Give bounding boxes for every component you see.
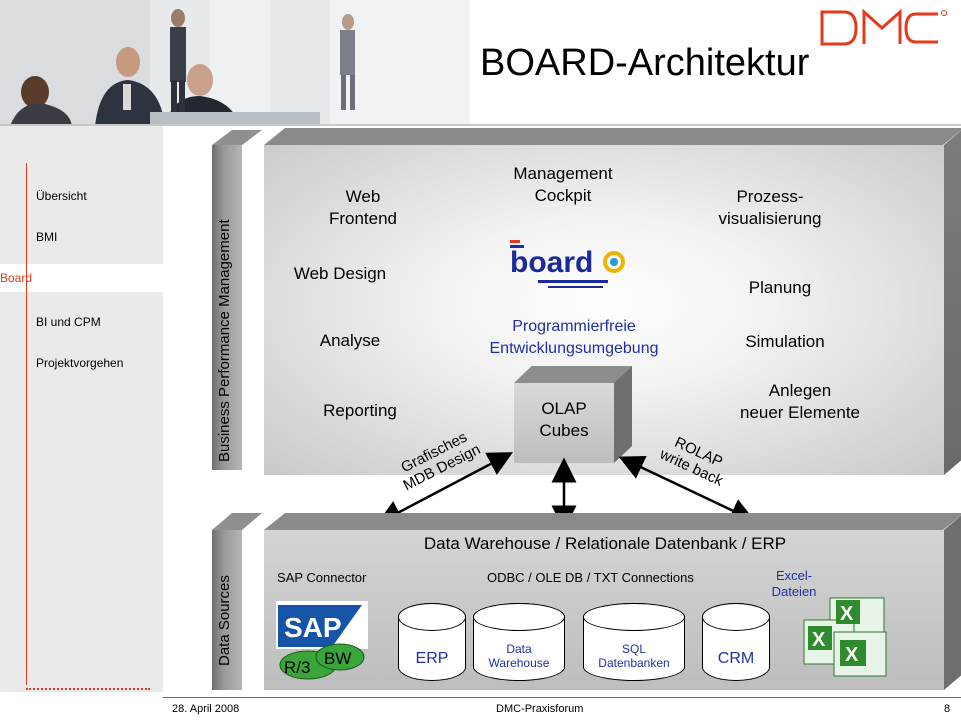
cylinder-top [398,603,466,631]
sidebar-item-bi-und-cpm[interactable]: BI und CPM [36,315,101,329]
bottom-box-bevel [264,513,961,530]
bottom-box-side [944,513,961,690]
header-photo [0,0,470,126]
label-reporting: Reporting [323,401,397,420]
sidebar-item-bmi[interactable]: BMI [36,230,58,244]
olap-cube [514,383,614,463]
label-simulation: Simulation [745,332,825,351]
bpm-tab-label: Business Performance Management [216,219,233,462]
label-excel-dateien: Excel-Dateien [771,568,817,599]
svg-text:BW: BW [324,649,351,668]
svg-text:R/3: R/3 [284,658,310,677]
label-web-design: Web Design [293,264,387,283]
olap-cube-side [614,366,632,463]
cylinder-top [473,603,565,631]
label-odbc-connections: ODBC / OLE DB / TXT Connections [487,570,694,585]
top-box-bevel [264,128,961,145]
sidebar [0,126,163,692]
footer-event: DMC-Praxisforum [496,703,584,715]
data-sources-tab [212,530,242,690]
data-sources-tab-label: Data Sources [216,575,233,666]
arrow-mdb-design [376,452,514,524]
footer-divider [163,697,961,698]
svg-text:X: X [812,629,826,651]
board-logo: board [508,238,638,298]
excel-icon: X X X [803,597,887,677]
bpm-tab [212,145,242,470]
footer-date: 28. April 2008 [172,703,240,715]
dmc-logo-icon [820,8,947,46]
svg-text:X: X [845,644,859,666]
cylinder-top [583,603,685,631]
cylinder-top [702,603,770,631]
sidebar-item-board[interactable]: Board [0,271,33,285]
sap-logo: SAP R/3 BW [276,601,368,681]
footer-page-number: 8 [944,703,951,715]
db-cylinder-erp: ERP [398,603,466,681]
page-title: BOARD-Architektur [480,42,810,84]
bpm-tab-bevel [212,130,262,145]
label-data-warehouse-erp: Data Warehouse / Relationale Datenbank /… [423,534,787,553]
header-divider [0,124,961,126]
sidebar-item-projektvorgehen[interactable]: Projektvorgehen [36,356,124,370]
label-prozessvisualisierung: Prozess-visualisierung [718,187,822,228]
top-box-side [944,128,961,475]
svg-text:SAP: SAP [284,612,342,643]
excel-files-icon: X X X [800,596,890,680]
label-sap-connector: SAP Connector [277,570,367,585]
sidebar-accent-line [26,163,27,685]
connection-arrows [376,452,756,525]
dmc-logo [820,8,948,48]
db-cylinder-crm: CRM [702,603,770,681]
label-analyse: Analyse [319,331,381,350]
sidebar-dotted-divider [26,688,150,690]
sidebar-active-highlight [0,264,163,292]
arrow-rolap [618,456,756,522]
olap-cube-top [514,366,632,383]
board-logo-icon: board [510,240,625,288]
svg-text:board: board [510,246,593,279]
label-planung: Planung [748,278,812,297]
sidebar-item-uebersicht[interactable]: Übersicht [36,189,87,203]
svg-text:X: X [840,603,854,625]
business-people-image [0,0,470,126]
data-sources-tab-bevel [212,513,262,530]
sap-logo-icon: SAP R/3 BW [276,601,368,680]
